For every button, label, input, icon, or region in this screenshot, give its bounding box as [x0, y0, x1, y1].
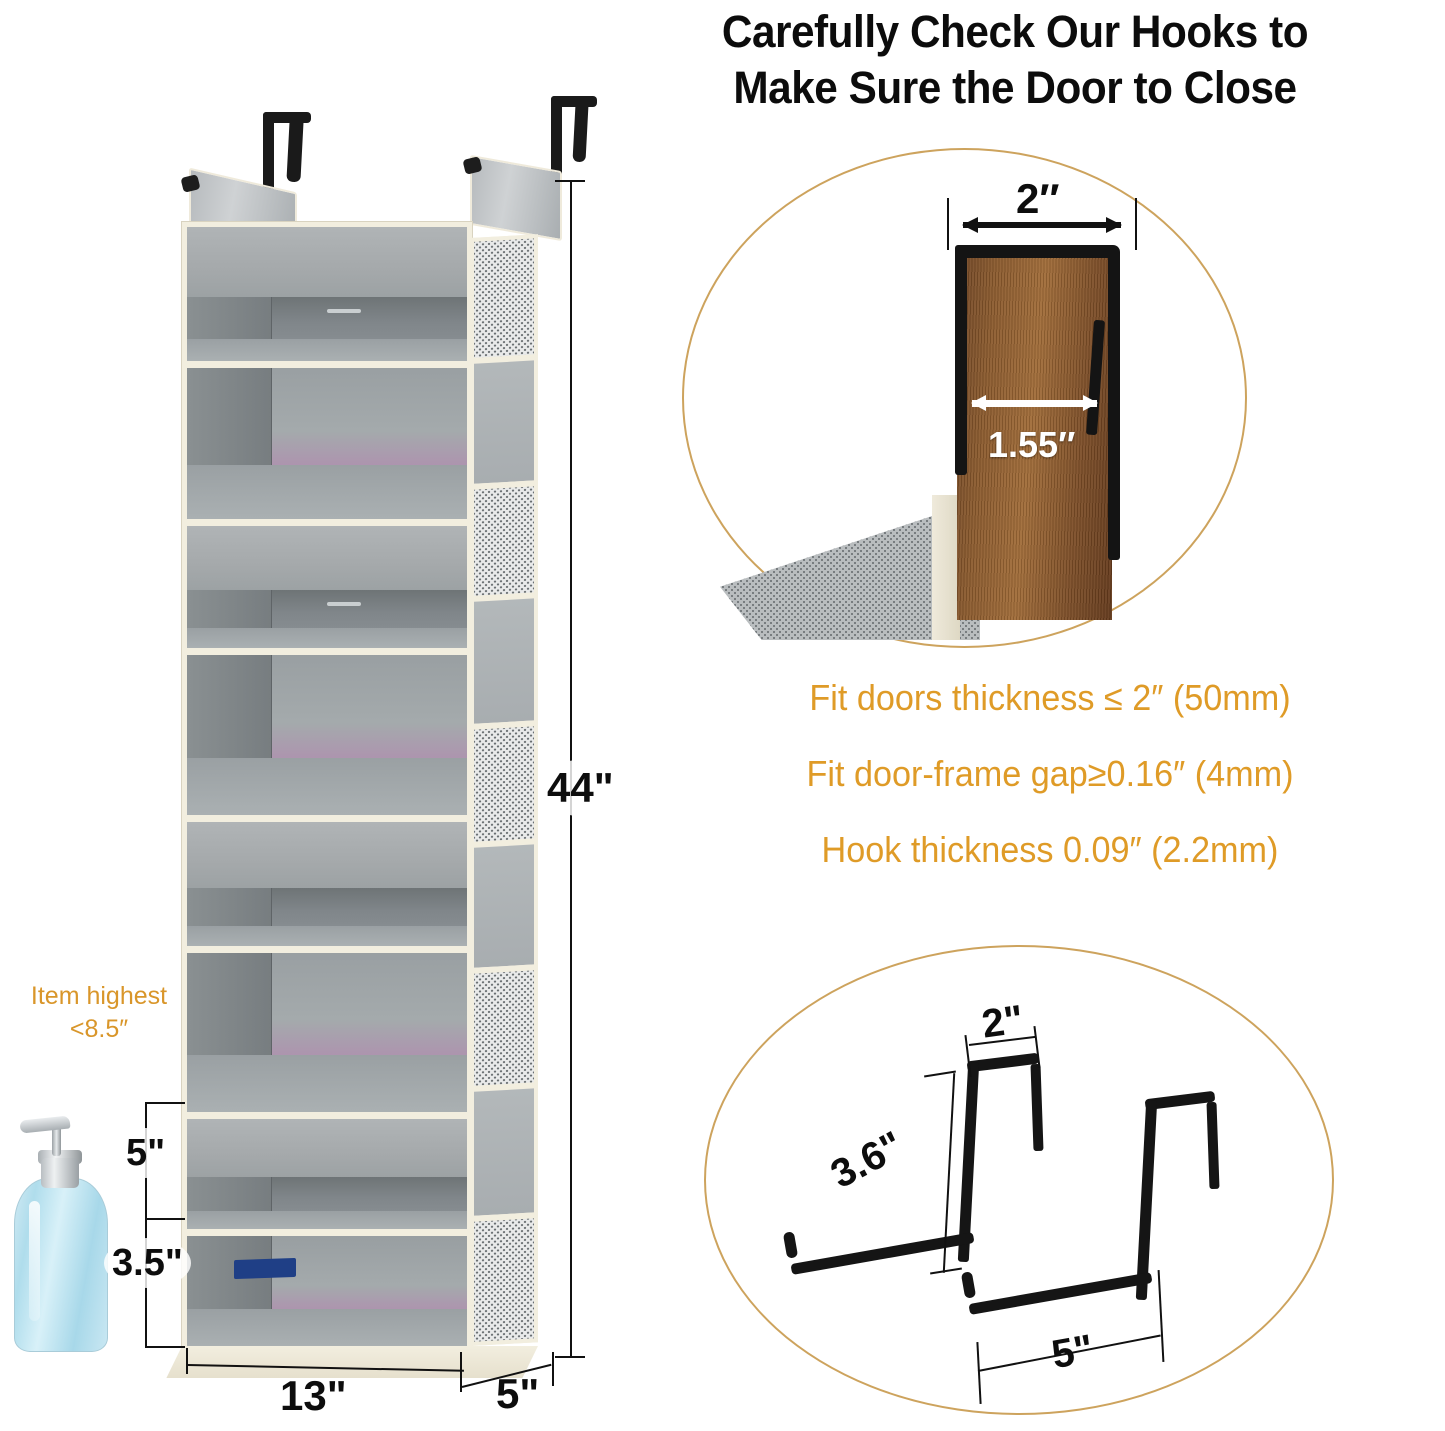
- door-thickness-label: 1.55″: [988, 424, 1076, 465]
- organizer-fabric-trim: [932, 495, 960, 640]
- door-hook-detail-right: [1108, 250, 1120, 560]
- hook-top-width-label: 2": [979, 997, 1027, 1047]
- door-cross-section: [957, 250, 1112, 620]
- door-dim-arrow: [962, 217, 1122, 233]
- door-dim-tick-left: [947, 198, 949, 250]
- door-hook-detail-left: [955, 245, 967, 475]
- door-total-width-label: 2″: [1016, 175, 1060, 222]
- side-mesh-pocket: [474, 1218, 534, 1342]
- door-hook-right-lip: [572, 103, 589, 163]
- door-hook-detail-top: [955, 245, 1120, 258]
- organizer-side-mesh-panel: [470, 234, 538, 1346]
- item-height-note: Item highest <8.5″: [4, 980, 194, 1046]
- item-height-note-line1: Item highest: [30, 982, 168, 1010]
- hooks-detail-oval: [704, 945, 1334, 1415]
- shelf-compartment: [187, 367, 467, 527]
- dim-width-tick-left: [186, 1348, 188, 1374]
- soap-dispenser-illustration: [8, 1112, 114, 1352]
- dim-width-tick-right: [460, 1352, 462, 1392]
- organizer-front-shelves: [182, 222, 472, 1352]
- dim-bottom-tick-bottom: [145, 1346, 185, 1348]
- shelf-compartment: [187, 655, 467, 822]
- dispenser-bottle: [14, 1178, 108, 1352]
- organizer-bottom-edge: [166, 1346, 538, 1378]
- shelf-compartment: [187, 1236, 467, 1347]
- dim-shelf-tick-top: [145, 1102, 185, 1104]
- dim-height-tick-bottom: [555, 1356, 585, 1358]
- side-solid-pocket: [474, 844, 534, 974]
- side-mesh-pocket: [474, 970, 534, 1092]
- dim-height-tick-top: [555, 180, 585, 182]
- door-dim-tick-right: [1135, 198, 1137, 250]
- dim-bottom-label: 3.5": [104, 1238, 191, 1288]
- side-mesh-pocket: [474, 238, 534, 364]
- dim-height-label: 44": [539, 760, 622, 816]
- side-solid-pocket: [474, 598, 534, 730]
- door-hook-right-vertical: [551, 96, 562, 214]
- door-hook-left-vertical: [263, 112, 274, 232]
- side-mesh-pocket: [474, 486, 534, 602]
- spec-door-thickness: Fit doors thickness ≤ 2″ (50mm): [809, 677, 1291, 718]
- spec-hook-thickness: Hook thickness 0.09″ (2.2mm): [821, 829, 1279, 870]
- item-height-note-line2: <8.5″: [69, 1015, 129, 1043]
- dim-shelf-label: 5": [118, 1128, 174, 1178]
- shelf-compartment: [187, 952, 467, 1120]
- dim-depth-tick-right: [552, 1352, 554, 1386]
- side-solid-pocket: [474, 360, 534, 490]
- title-line-1: Carefully Check Our Hooks to: [721, 6, 1309, 57]
- shelf-compartment: [187, 1119, 467, 1237]
- title-line-2: Make Sure the Door to Close: [733, 62, 1297, 113]
- shelf-compartment: [187, 821, 467, 953]
- dispenser-pump-stem: [52, 1124, 61, 1156]
- spec-list: Fit doors thickness ≤ 2″ (50mm) Fit door…: [655, 660, 1445, 888]
- door-hook-left-lip: [286, 119, 304, 183]
- brand-label: [234, 1257, 296, 1280]
- dim-depth-label: 5": [496, 1370, 540, 1417]
- over-door-organizer: [166, 222, 538, 1378]
- side-mesh-pocket: [474, 726, 534, 848]
- dispenser-pump-head: [19, 1115, 71, 1134]
- dim-shelf-tick-bottom: [145, 1218, 185, 1220]
- shelf-compartment: [187, 526, 467, 656]
- product-photo-area: Item highest <8.5″ 44" 5" 3.5" 13" 5": [0, 0, 622, 1431]
- hook-arm-length-label: 5": [1048, 1326, 1097, 1378]
- dim-width-label: 13": [280, 1372, 347, 1419]
- page-title: Carefully Check Our Hooks to Make Sure t…: [616, 4, 1415, 116]
- shelf-compartment: [187, 227, 467, 368]
- side-solid-pocket: [474, 1088, 534, 1222]
- door-hook-left-top: [263, 112, 311, 123]
- door-thickness-arrow: [971, 395, 1098, 411]
- spec-door-frame-gap: Fit door-frame gap≥0.16″ (4mm): [806, 753, 1294, 794]
- door-hook-right-top: [551, 96, 597, 107]
- dispenser-neck: [41, 1158, 79, 1188]
